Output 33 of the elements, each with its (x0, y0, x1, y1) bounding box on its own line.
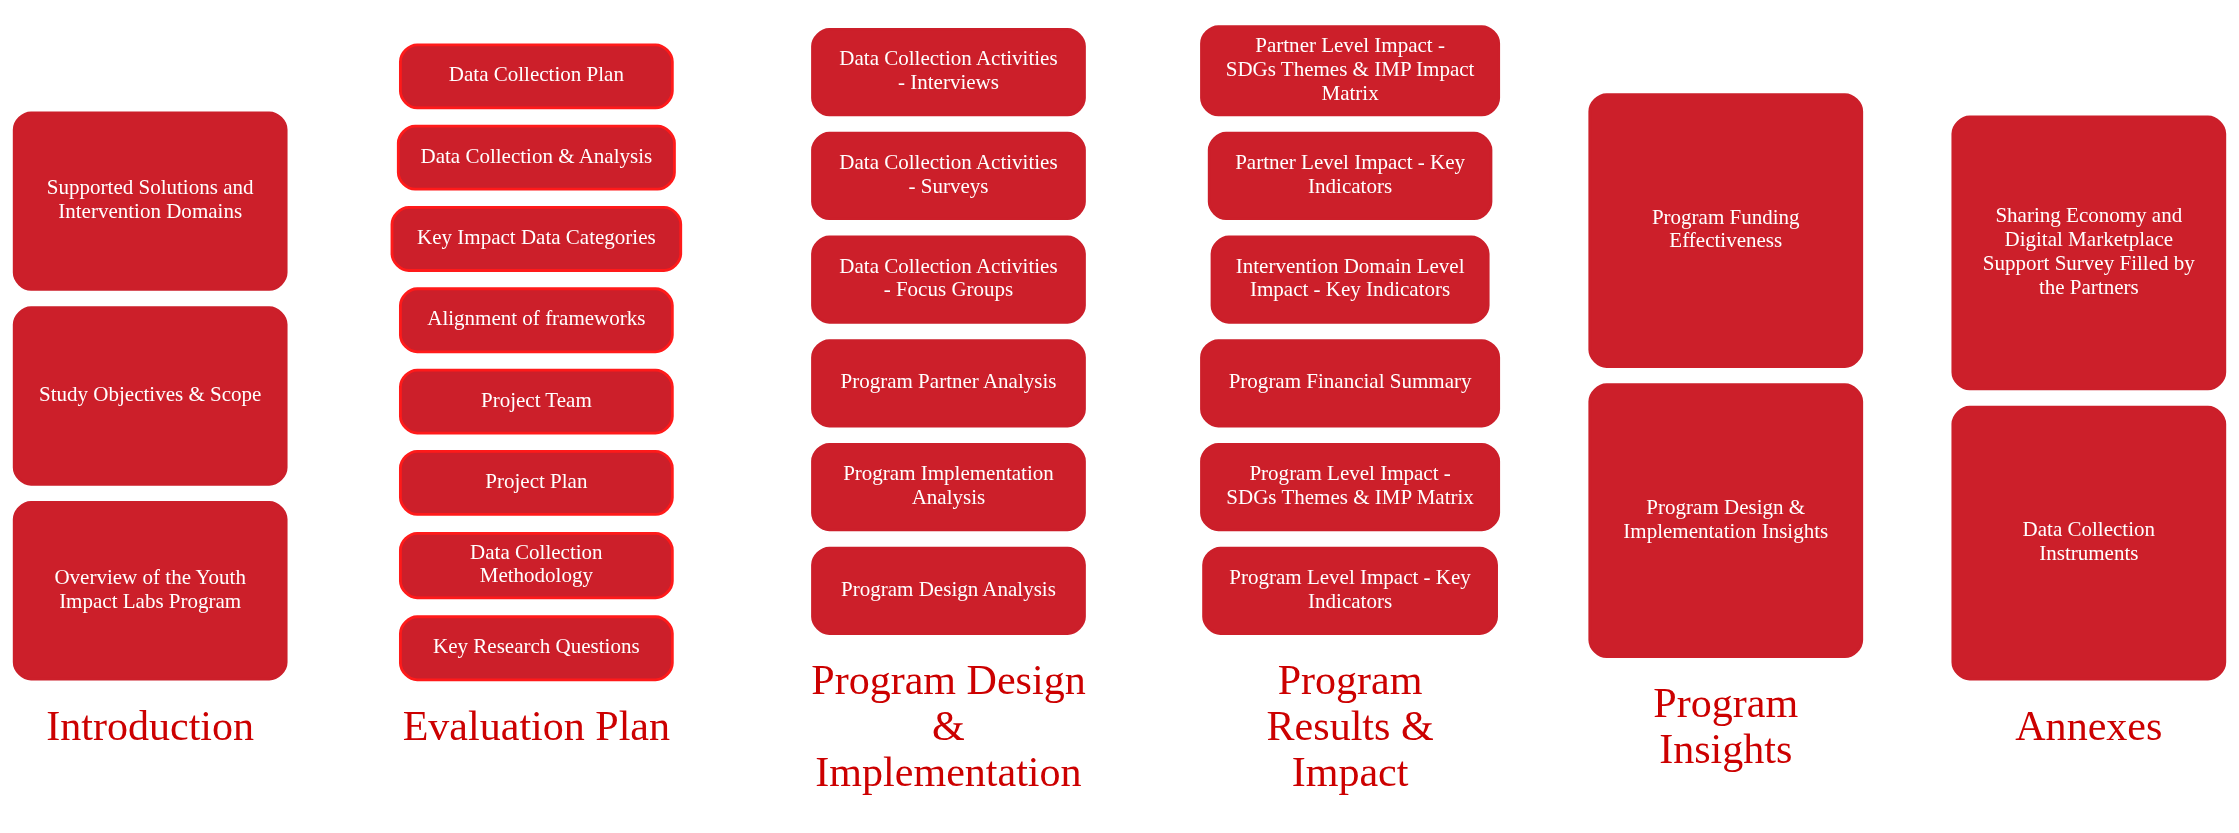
label: Program Design & Implementation (811, 656, 1086, 795)
node-box: Data Collection & Analysis (396, 124, 676, 191)
node-box: Data Collection Activities - Focus Groups (811, 234, 1086, 324)
node-box: Program Implementation Analysis (811, 442, 1086, 531)
node-box: Data Collection Activities - Surveys (811, 131, 1086, 220)
label: Program Results & Impact (1266, 656, 1434, 795)
label: Program Insights (1653, 679, 1799, 772)
label: Evaluation Plan (402, 702, 671, 749)
node-box: Partner Level Impact - Key Indicators (1207, 131, 1493, 220)
node-box: Key Impact Data Categories (390, 205, 683, 272)
node-box: Program Financial Summary (1200, 338, 1501, 427)
node-box: Program Level Impact - Key Indicators (1202, 546, 1498, 635)
node-box: Program Design & Implementation Insights (1588, 382, 1864, 658)
node-box: Project Plan (399, 449, 674, 516)
node-box: Study Objectives & Scope (12, 305, 288, 486)
node-box: Sharing Economy and Digital Marketplace Support Survey Filled by the Partners (1951, 115, 2227, 390)
node-box: Program Design Analysis (811, 546, 1086, 635)
node-box: Key Research Questions (399, 614, 674, 681)
label: Annexes (2015, 702, 2163, 749)
label: Introduction (46, 702, 255, 749)
node-box: Program Funding Effectiveness (1588, 92, 1864, 368)
node-box: Program Level Impact - SDGs Themes & IMP Matrix (1200, 442, 1501, 531)
node-box: Supported Solutions and Intervention Domains (12, 110, 288, 291)
node-box: Intervention Domain Level Impact - Key Indicators (1210, 234, 1490, 324)
node-box: Project Team (399, 368, 674, 434)
node-box: Partner Level Impact - SDGs Themes & IMP Impact Matrix (1200, 24, 1501, 116)
node-box: Data Collection Instruments (1951, 405, 2227, 681)
node-box: Overview of the Youth Impact Labs Program (12, 500, 288, 681)
node-box: Data Collection Plan (399, 42, 674, 109)
node-box: Program Partner Analysis (811, 338, 1086, 427)
node-box: Data Collection Activities - Interviews (811, 27, 1086, 116)
node-box: Alignment of frameworks (399, 286, 674, 353)
node-box: Data Collection Methodology (399, 531, 674, 599)
